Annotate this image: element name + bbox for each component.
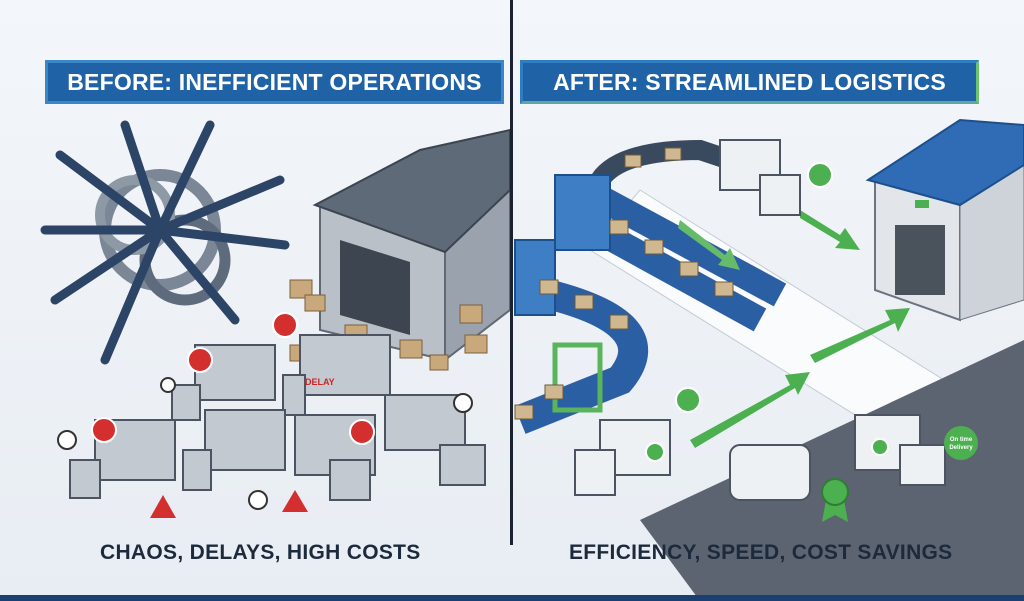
svg-text:Delivery: Delivery	[949, 445, 973, 451]
delay-label: DELAY	[305, 377, 335, 387]
checkmark-icon	[645, 162, 889, 462]
damaged-warehouse	[312, 128, 511, 363]
on-time-delivery-bubble: On time Delivery	[944, 426, 978, 460]
clock-icon	[57, 377, 473, 510]
warning-exclamation-icon	[91, 312, 375, 445]
warning-triangle-icon	[150, 490, 308, 518]
before-after-divider	[510, 0, 513, 545]
delivery-trucks	[574, 139, 946, 501]
boxes-on-conveyor	[514, 147, 734, 420]
delayed-trucks	[69, 334, 486, 501]
before-caption: CHAOS, DELAYS, HIGH COSTS	[100, 541, 421, 564]
before-title-banner: BEFORE: INEFFICIENT OPERATIONS	[45, 60, 504, 104]
after-caption: EFFICIENCY, SPEED, COST SAVINGS	[569, 541, 953, 564]
green-arrow-icon	[678, 210, 910, 448]
road	[640, 340, 1024, 601]
footer-bar	[0, 595, 1024, 601]
award-badge-icon	[821, 478, 849, 522]
tangled-arrows-icon	[40, 120, 290, 365]
svg-text:On time: On time	[950, 437, 973, 443]
after-title-banner: AFTER: STREAMLINED LOGISTICS	[520, 60, 979, 104]
modern-warehouse	[865, 118, 1024, 322]
